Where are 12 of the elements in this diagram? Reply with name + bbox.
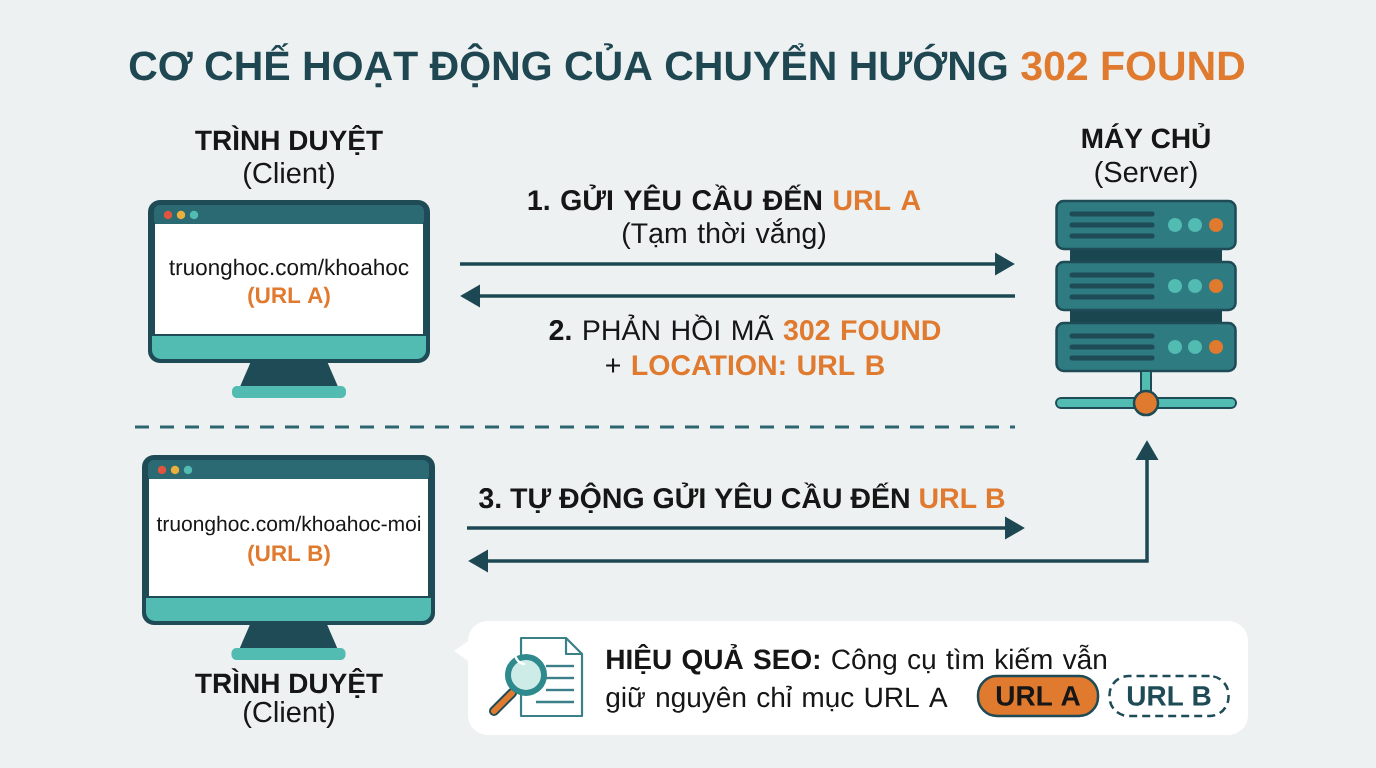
title: CƠ CHẾ HOẠT ĐỘNG CỦA CHUYỂN HƯỚNG 302 FOUND <box>129 43 1245 88</box>
dashed-url-pill: URL B <box>1108 674 1230 718</box>
node-title: TRÌNH DUYỆT <box>195 667 383 698</box>
edge-label: 3. TỰ ĐỘNG GỬI YÊU CẦU ĐẾN URL B <box>479 482 1005 514</box>
node-title: TRÌNH DUYỆT <box>195 124 383 155</box>
edge-label: 2. PHẢN HỒI MÃ 302 FOUND + LOCATION: URL B <box>549 314 941 376</box>
node-subtitle: (Server) <box>1095 161 1197 188</box>
edge-label: 1. GỬI YÊU CẦU ĐẾN URL A (Tạm thời vắng) <box>528 184 921 249</box>
node-title: MÁY CHỦ <box>1082 122 1210 149</box>
node-subtitle: (Client) <box>244 162 334 189</box>
url-pill: URL A <box>976 674 1100 718</box>
node-subtitle: (Client) <box>244 701 334 728</box>
